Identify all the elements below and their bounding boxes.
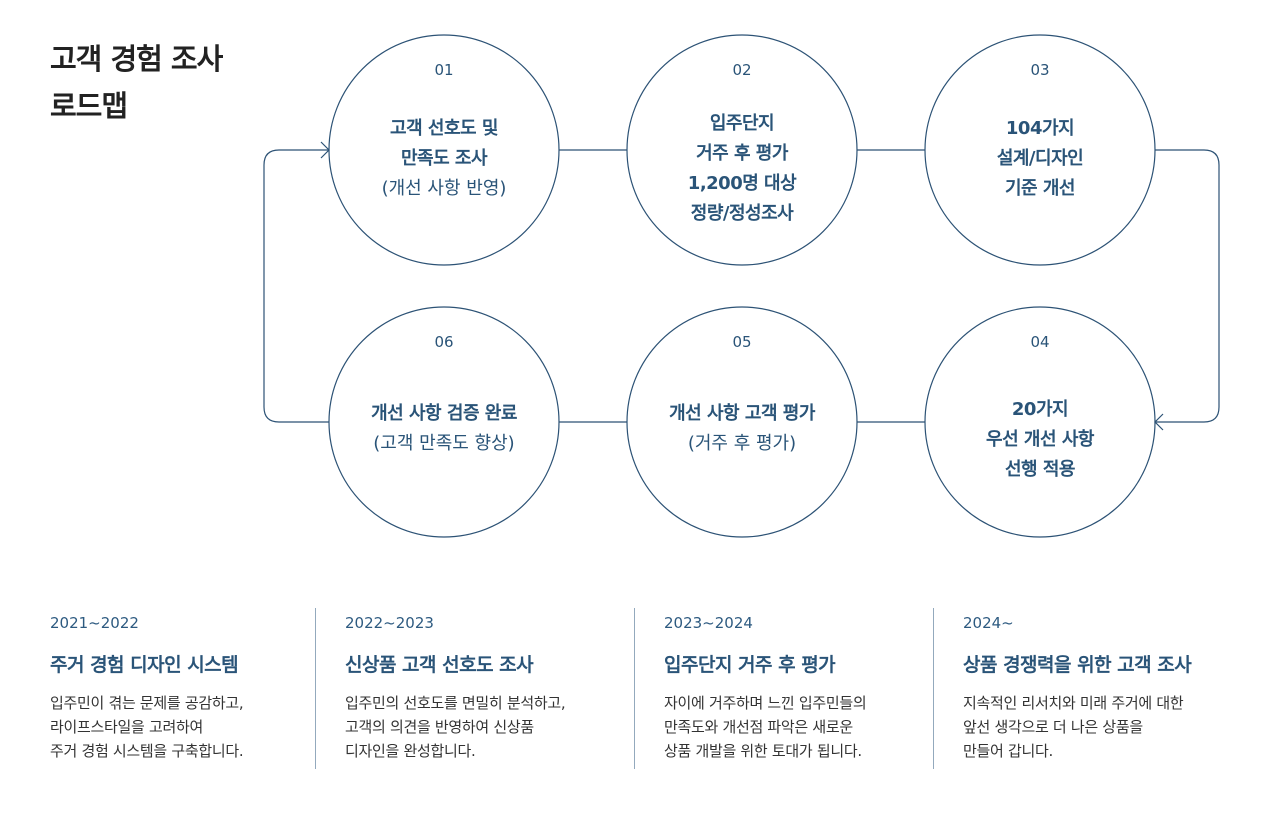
timeline-item: 2024~ 상품 경쟁력을 위한 고객 조사 지속적인 리서치와 미래 주거에 … [963, 608, 1192, 768]
title-line-2: 로드맵 [50, 89, 128, 123]
timeline-desc: 입주민이 겪는 문제를 공감하고, [50, 694, 244, 712]
timeline-item: 2021~2022 주거 경험 디자인 시스템 입주민이 겪는 문제를 공감하고… [50, 608, 244, 768]
step-text: 개선 사항 검증 완료 [371, 403, 517, 425]
step-number: 02 [732, 61, 752, 79]
timeline-desc: 자이에 거주하며 느낀 입주민들의 [664, 694, 867, 712]
step-text: 정량/정성조사 [690, 203, 794, 225]
timeline-desc: 앞선 생각으로 더 나은 상품을 [963, 718, 1143, 736]
timeline-heading: 입주단지 거주 후 평가 [664, 654, 836, 676]
timeline-desc: 만들어 갑니다. [963, 742, 1053, 760]
step-number: 05 [732, 333, 752, 351]
step-text: 설계/디자인 [996, 148, 1084, 169]
timeline-desc: 디자인을 완성합니다. [345, 742, 476, 760]
divider [933, 608, 934, 769]
page-title: 고객 경험 조사 로드맵 [50, 36, 223, 130]
timeline-desc: 상품 개발을 위한 토대가 됩니다. [664, 742, 862, 760]
divider [315, 608, 316, 769]
step-text: 1,200명 대상 [687, 173, 797, 195]
step-text: 우선 개선 사항 [986, 429, 1094, 450]
timeline-heading: 신상품 고객 선호도 조사 [345, 654, 534, 676]
title-line-1: 고객 경험 조사 [50, 42, 223, 76]
divider [634, 608, 635, 769]
timeline-year: 2021~2022 [50, 614, 139, 632]
timeline-desc: 만족도와 개선점 파악은 새로운 [664, 718, 853, 736]
step-text: 104가지 [1005, 118, 1075, 139]
timeline-heading: 주거 경험 디자인 시스템 [50, 654, 239, 676]
step-text: 거주 후 평가 [696, 143, 788, 165]
step-number: 04 [1030, 333, 1050, 351]
step-number: 01 [434, 61, 454, 79]
timeline-item: 2023~2024 입주단지 거주 후 평가 자이에 거주하며 느낀 입주민들의… [664, 608, 867, 768]
step-subtext: (개선 사항 반영) [381, 178, 507, 199]
connector-6-1 [263, 149, 329, 423]
timeline-heading: 상품 경쟁력을 위한 고객 조사 [963, 654, 1192, 676]
timeline-desc: 라이프스타일을 고려하여 [50, 718, 203, 736]
step-text: 선행 적용 [1004, 459, 1076, 480]
timeline-desc: 고객의 의견을 반영하여 신상품 [345, 718, 534, 736]
arrow-icon-to-4 [1154, 413, 1164, 431]
step-subtext: (고객 만족도 향상) [373, 433, 515, 455]
step-text: 고객 선호도 및 [390, 118, 498, 139]
timeline-year: 2023~2024 [664, 614, 753, 632]
timeline-desc: 입주민의 선호도를 면밀히 분석하고, [345, 694, 566, 712]
step-05: 05 개선 사항 고객 평가 (거주 후 평가) [627, 307, 857, 537]
timeline-item: 2022~2023 신상품 고객 선호도 조사 입주민의 선호도를 면밀히 분석… [345, 608, 566, 768]
step-text: 입주단지 [709, 113, 775, 135]
step-text: 만족도 조사 [400, 148, 488, 169]
arrow-icon-to-1 [320, 141, 330, 159]
roadmap-diagram [263, 34, 1220, 538]
timeline-desc: 주거 경험 시스템을 구축합니다. [50, 742, 244, 760]
step-subtext: (거주 후 평가) [687, 433, 797, 455]
step-number: 03 [1030, 61, 1050, 79]
step-06: 06 개선 사항 검증 완료 (고객 만족도 향상) [329, 307, 559, 537]
timeline-desc: 지속적인 리서치와 미래 주거에 대한 [963, 694, 1184, 712]
step-text: 기준 개선 [1004, 178, 1076, 199]
timeline-year: 2022~2023 [345, 614, 434, 632]
timeline-year: 2024~ [963, 614, 1014, 632]
step-number: 06 [434, 333, 454, 351]
step-text: 개선 사항 고객 평가 [669, 403, 815, 425]
connector-3-4 [1155, 149, 1220, 423]
step-text: 20가지 [1011, 399, 1069, 420]
